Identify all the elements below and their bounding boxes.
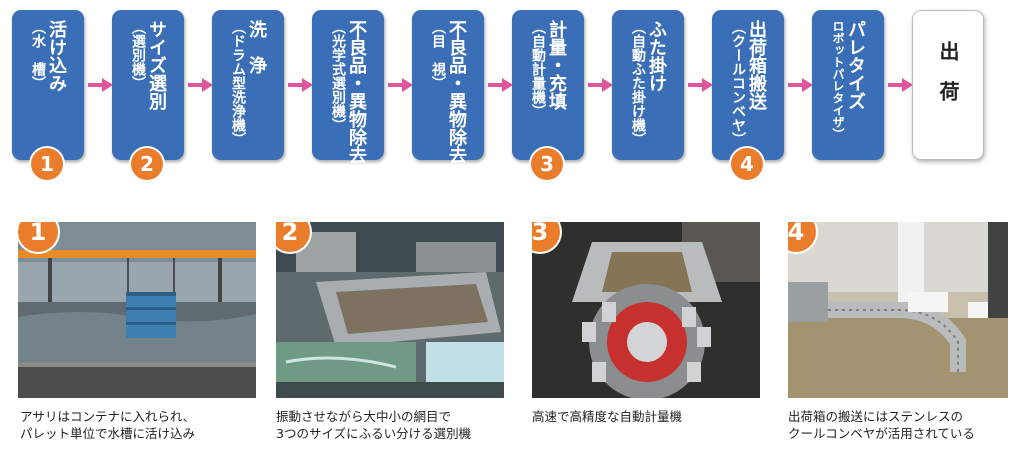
step-washing: 洗 浄 （ドラム型洗浄機）	[212, 10, 284, 160]
step-label: サイズ選別	[146, 20, 167, 110]
caption-line: 3つのサイズにふるい分ける選別機	[276, 426, 472, 441]
step-sublabel: （光学式選別機）	[330, 20, 346, 132]
flow-arrow	[688, 78, 714, 92]
caption-size-sorter: 振動させながら大中小の網目で 3つのサイズにふるい分ける選別機	[276, 408, 471, 442]
step-weighing-filling: 計量・充填 （自動計量機）	[512, 10, 584, 160]
photo-water-tank: 1	[18, 222, 256, 398]
photo-weighing-machine: 3	[532, 222, 760, 398]
photo-cool-conveyor: 4	[788, 222, 1008, 398]
step-label: 出 荷	[936, 41, 960, 101]
step-label: 出荷箱搬送	[746, 20, 767, 110]
step-sublabel: （ドラム型洗浄機）	[230, 20, 246, 146]
step-sublabel: （自動計量機）	[530, 20, 546, 118]
step-sublabel: （目 視）	[430, 20, 446, 90]
step-sublabel: （自動ふた掛け機）	[630, 20, 646, 146]
step-size-sorting: サイズ選別 （選別機）	[112, 10, 184, 160]
step-sublabel: （クールコンベヤ）	[730, 20, 746, 146]
step-label: パレタイズ	[845, 20, 866, 110]
caption-water-tank: アサリはコンテナに入れられ、 パレット単位で水槽に活け込み	[20, 408, 195, 442]
step-badge-2: 2	[131, 148, 163, 180]
step-shipping: 出 荷	[912, 10, 984, 160]
flow-arrow	[88, 78, 114, 92]
caption-line: パレット単位で水槽に活け込み	[20, 426, 196, 441]
step-badge-4: 4	[731, 148, 763, 180]
step-label: 不良品・異物除去	[346, 20, 367, 164]
step-badge-3: 3	[531, 148, 563, 180]
step-removal-visual: 不良品・異物除去 （目 視）	[412, 10, 484, 164]
step-conveyor: 出荷箱搬送 （クールコンベヤ）	[712, 10, 784, 160]
step-label: 不良品・異物除去	[446, 20, 467, 164]
photo-size-sorter: 2	[276, 222, 504, 398]
flow-arrow	[588, 78, 614, 92]
step-sublabel: （選別機）	[130, 20, 146, 90]
flow-arrow	[488, 78, 514, 92]
step-sublabel: ロボットパレタイザ）	[831, 20, 845, 140]
step-label: 活け込み	[46, 20, 67, 92]
flow-arrow	[188, 78, 214, 92]
step-label: 洗 浄	[246, 20, 267, 74]
caption-weighing-machine: 高速で高精度な自動計量機	[532, 408, 682, 425]
flow-arrow	[788, 78, 814, 92]
step-lidding: ふた掛け （自動ふた掛け機）	[612, 10, 684, 160]
caption-line: 高速で高精度な自動計量機	[532, 409, 683, 424]
caption-cool-conveyor: 出荷箱の搬送にはステンレスの クールコンベヤが活用されている	[788, 408, 975, 442]
step-label: ふた掛け	[646, 20, 667, 92]
caption-line: 振動させながら大中小の網目で	[276, 409, 452, 424]
flow-arrow	[388, 78, 414, 92]
step-sublabel: （水 槽）	[30, 20, 46, 90]
step-badge-1: 1	[31, 148, 63, 180]
step-palletizing: パレタイズ ロボットパレタイザ）	[812, 10, 884, 160]
flow-arrow	[888, 78, 914, 92]
step-label: 計量・充填	[546, 20, 567, 110]
flow-arrow	[288, 78, 314, 92]
step-ikekomi: 活け込み （水 槽）	[12, 10, 84, 160]
step-removal-optical: 不良品・異物除去 （光学式選別機）	[312, 10, 384, 164]
caption-line: クールコンベヤが活用されている	[788, 426, 975, 441]
caption-line: アサリはコンテナに入れられ、	[20, 409, 196, 424]
caption-line: 出荷箱の搬送にはステンレスの	[788, 409, 964, 424]
